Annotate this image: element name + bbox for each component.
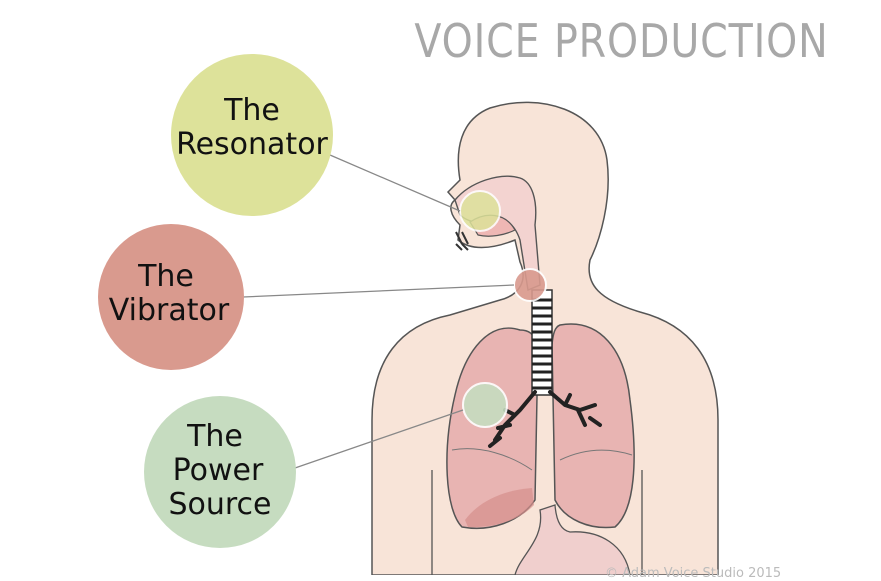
power-source-label-line3: Source (168, 487, 271, 522)
resonator-leader-line (329, 154, 461, 212)
vibrator-bubble (98, 224, 244, 370)
right-bronchus (548, 390, 602, 427)
arm-outlines (431, 470, 643, 575)
vibrator-label-line2: Vibrator (109, 293, 230, 328)
power-source-label-line2: Power (173, 453, 264, 488)
vibrator-highlight (513, 268, 547, 302)
power-source-label-line1: The (186, 419, 243, 454)
power-source-label: The Power Source (144, 396, 296, 548)
resonator-bubble (171, 54, 333, 216)
resonator-highlight (459, 190, 501, 232)
lower-lobe-shading (465, 488, 534, 528)
credit-text: © Adam Voice Studio 2015 (605, 566, 782, 581)
resonator-label-line1: The (223, 93, 280, 128)
trachea (531, 289, 553, 396)
stomach (514, 504, 631, 575)
power-source-highlight (462, 382, 508, 428)
power-source-bubble (144, 396, 296, 548)
teeth (455, 231, 469, 251)
lung-lobe-lines (451, 448, 633, 471)
resonator-label-line2: Resonator (176, 127, 328, 162)
left-bronchus (488, 390, 537, 448)
vibrator-label-line1: The (137, 259, 194, 294)
resonator-label: The Resonator (171, 54, 333, 216)
diagram-title: VOICE PRODUCTION (414, 14, 829, 68)
vibrator-leader-line (242, 284, 515, 298)
vibrator-label: The Vibrator (98, 224, 244, 370)
power-source-leader-line (294, 409, 464, 469)
